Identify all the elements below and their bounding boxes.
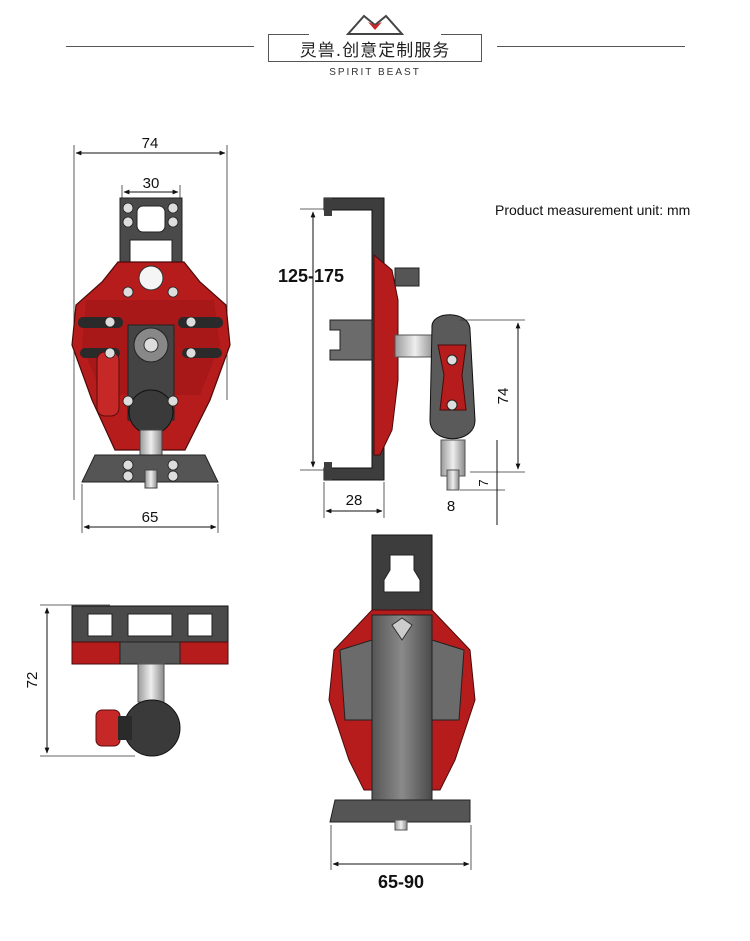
dim-side-arm-height: 74 [495,388,512,405]
dim-side-stem: 8 [447,498,455,515]
top-view: 72 [24,604,229,757]
dim-side-depth: 28 [346,492,363,509]
dim-back-base-range: 65-90 [378,872,424,892]
dim-top-height: 72 [24,672,41,689]
header-rule-left [66,46,254,47]
brand-header: 灵兽.创意定制服务 SPIRIT BEAST [0,0,750,90]
front-view: 74 30 [71,135,231,533]
back-view: 65-90 [328,534,476,892]
brand-logo-icon [345,14,405,35]
dim-side-clamp-range: 125-175 [278,266,344,286]
side-view: 125-175 74 7 28 8 [278,197,525,525]
header-rule-right [497,46,685,47]
unit-note: Product measurement unit: mm [495,202,691,218]
brand-subtitle: SPIRIT BEAST [329,67,421,78]
brand-frame [268,34,482,62]
dim-side-ball-offset: 7 [476,479,491,486]
dim-front-bolt-spacing: 30 [143,175,160,192]
dim-front-width: 74 [142,135,159,152]
dim-front-base-width: 65 [142,509,159,526]
brand-title: 灵兽.创意定制服务 [299,41,451,61]
